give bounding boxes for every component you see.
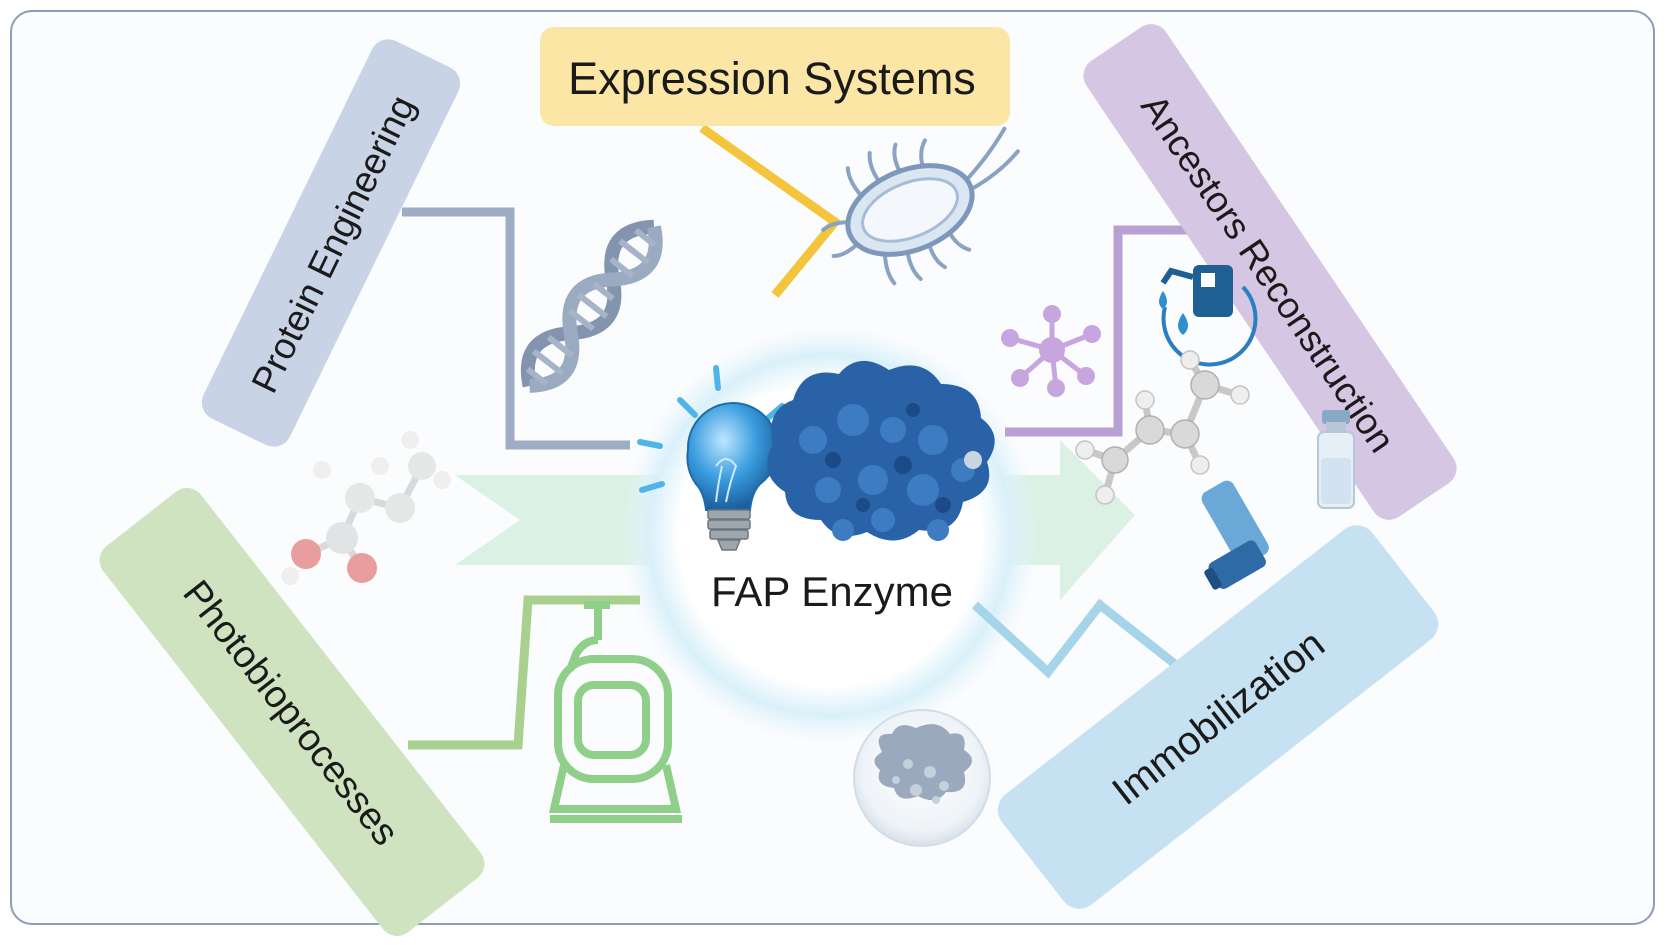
butanoic-acid-molecule-icon [281, 431, 451, 585]
topic-expression-systems: Expression Systems [540, 27, 1010, 126]
dna-icon [520, 219, 663, 393]
bacterium-icon [821, 126, 1020, 286]
inhaler-icon [1201, 480, 1269, 590]
fuel-pump-icon [1159, 265, 1258, 367]
molecule-network-icon [1001, 305, 1101, 397]
propane-molecule-icon [1075, 350, 1250, 505]
connector-protein-engineering [402, 207, 630, 450]
topic-label-expression-systems: Expression Systems [568, 53, 976, 104]
connector-immobilization [971, 598, 1188, 679]
topic-ancestors-reconstruction: Ancestors Reconstruction [1083, 24, 1457, 520]
vial-icon [1317, 410, 1355, 509]
photobioreactor-icon [548, 601, 682, 823]
enzyme-structure-icon [767, 360, 995, 541]
connector-expression-systems [699, 124, 842, 298]
immobilized-enzyme-powder-icon [853, 709, 991, 847]
connector-ancestors [1005, 225, 1225, 437]
connector-photobioprocesses [408, 595, 640, 750]
center-label: FAP Enzyme [711, 568, 953, 615]
connectors [402, 124, 1225, 750]
topic-protein-engineering: Protein Engineering [201, 39, 461, 447]
